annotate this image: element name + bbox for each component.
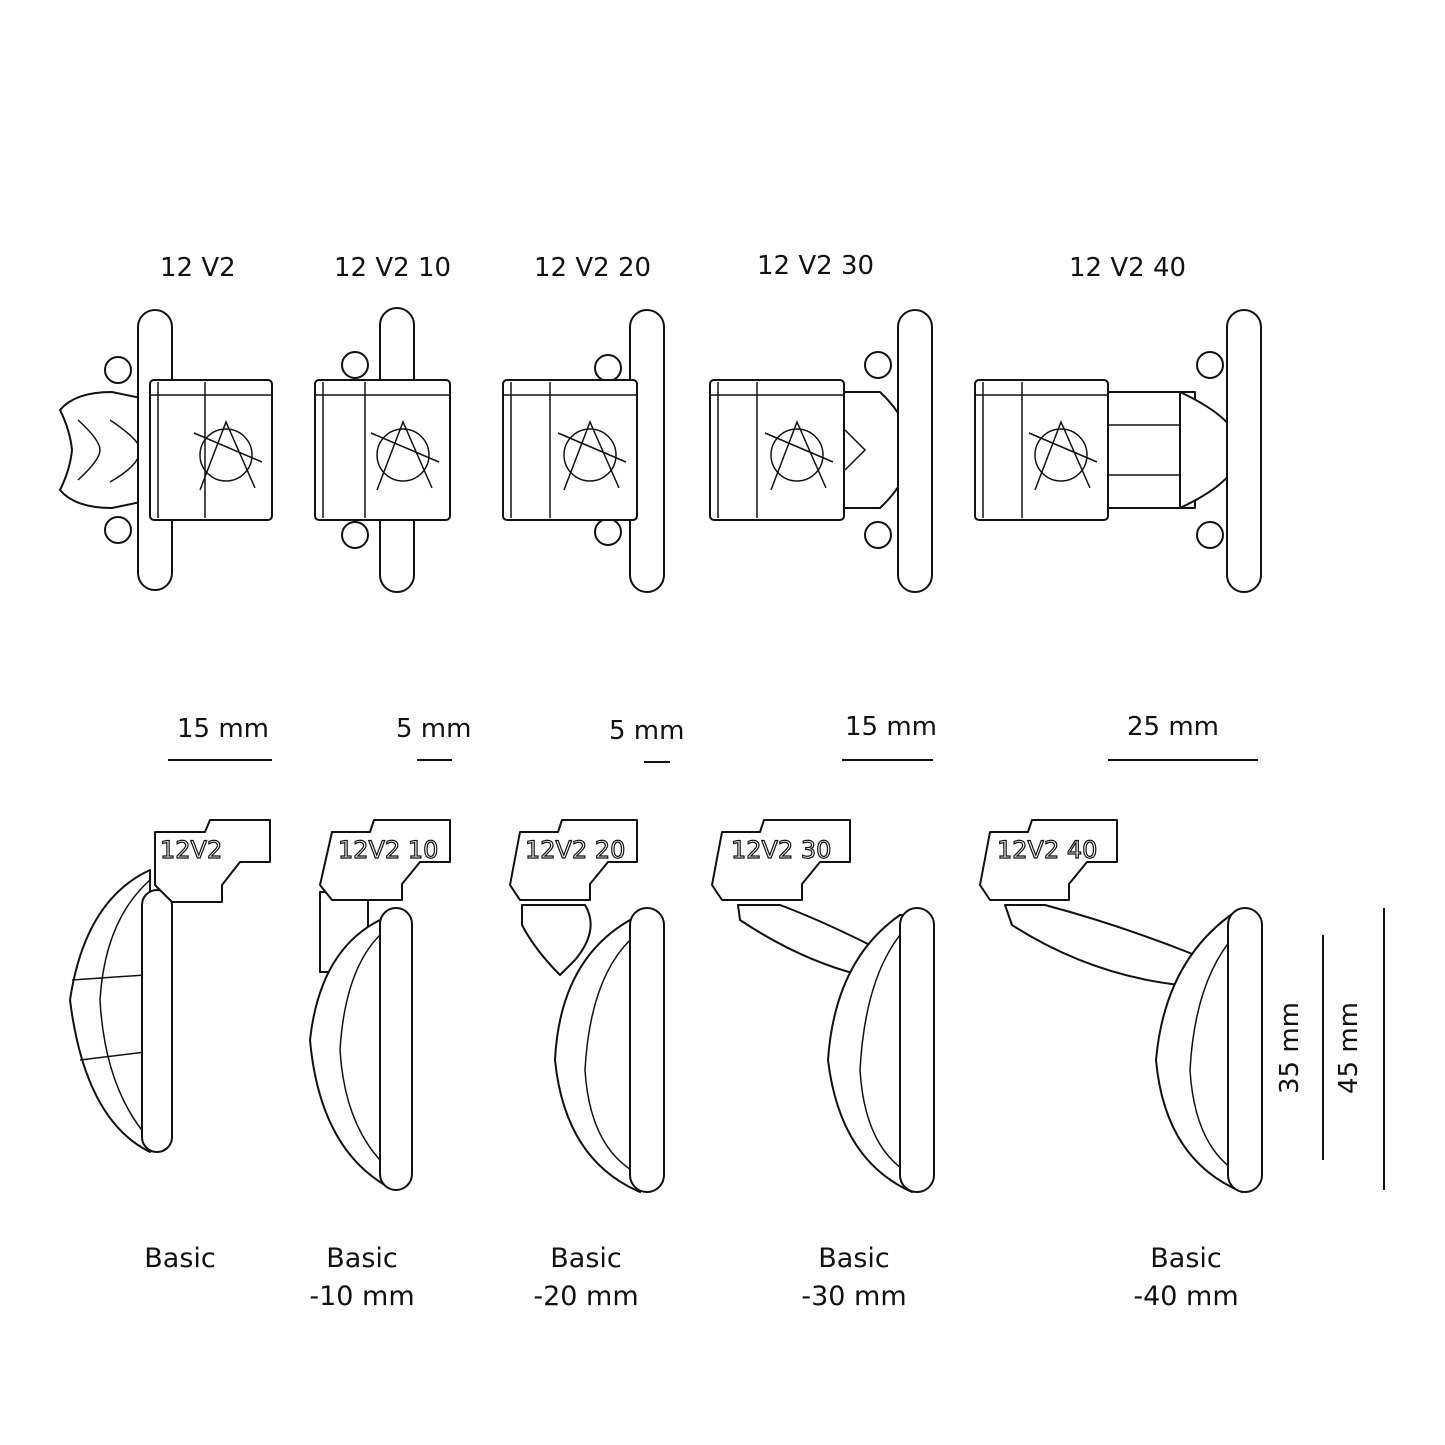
caption-1-line1: Basic: [144, 1243, 216, 1274]
engraving-2: 12V2 10: [338, 836, 438, 864]
front-view-12v2-30: [709, 309, 933, 593]
front-view-12v2-10: [314, 307, 451, 593]
height-dimension-lines: [1322, 908, 1385, 1190]
height-label-45: 45 mm: [1334, 1001, 1365, 1095]
height-label-35: 35 mm: [1275, 1001, 1306, 1095]
side-view-12v2-20: [509, 819, 665, 1193]
side-view-12v2-40: [979, 819, 1263, 1193]
engraving-3: 12V2 20: [525, 836, 625, 864]
offset-label-3: 5 mm: [609, 716, 685, 746]
model-title-2: 12 V2 10: [334, 253, 452, 283]
caption-3: Basic -20 mm: [524, 1240, 648, 1316]
caption-4: Basic -30 mm: [792, 1240, 916, 1316]
model-title-3: 12 V2 20: [534, 253, 652, 283]
caption-4-line1: Basic: [818, 1243, 890, 1274]
caption-2-line1: Basic: [326, 1243, 398, 1274]
offset-label-5: 25 mm: [1127, 712, 1220, 742]
caption-5-line1: Basic: [1150, 1243, 1222, 1274]
caption-5: Basic -40 mm: [1124, 1240, 1248, 1316]
offset-label-4: 15 mm: [845, 712, 938, 742]
caption-3-line2: -20 mm: [533, 1281, 639, 1312]
side-view-12v2: [69, 819, 271, 1153]
caption-5-line2: -40 mm: [1133, 1281, 1239, 1312]
front-view-12v2-20: [502, 309, 665, 593]
model-title-5: 12 V2 40: [1069, 253, 1187, 283]
caption-2: Basic -10 mm: [300, 1240, 424, 1316]
model-title-1: 12 V2: [160, 253, 236, 283]
model-title-4: 12 V2 30: [757, 251, 875, 281]
caption-3-line1: Basic: [550, 1243, 622, 1274]
engraving-5: 12V2 40: [997, 836, 1097, 864]
offset-dimension-lines: [168, 759, 1258, 763]
front-view-12v2-40: [974, 309, 1262, 593]
caption-1: Basic: [130, 1240, 230, 1278]
caption-4-line2: -30 mm: [801, 1281, 907, 1312]
engraving-4: 12V2 30: [731, 836, 831, 864]
front-view-12v2: [59, 309, 273, 591]
caption-2-line2: -10 mm: [309, 1281, 415, 1312]
offset-label-2: 5 mm: [396, 714, 472, 744]
offset-label-1: 15 mm: [177, 714, 270, 744]
side-view-12v2-30: [711, 819, 935, 1193]
side-view-12v2-10: [309, 819, 451, 1191]
engravings: 12V2 12V2 10 12V2 20 12V2 30 12V2 40: [159, 835, 1098, 864]
engraving-1: 12V2: [160, 836, 222, 864]
